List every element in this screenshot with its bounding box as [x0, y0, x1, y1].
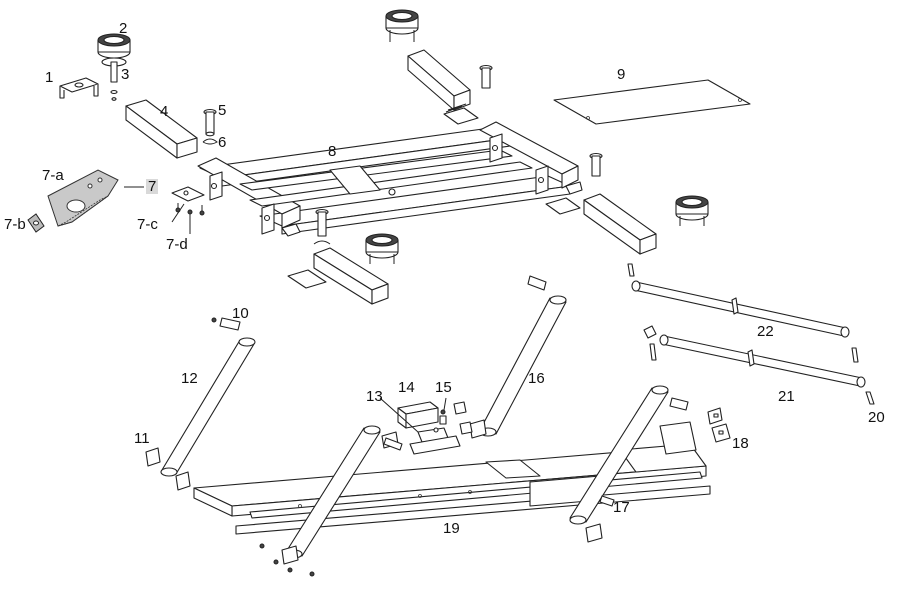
lift-pad-bottom: [365, 233, 399, 264]
callout-7d: 7-d: [166, 236, 188, 253]
lower-bolts: [383, 401, 473, 451]
callout-12: 12: [181, 370, 198, 387]
part-7-plate: [171, 186, 205, 216]
callout-22: 22: [757, 323, 774, 340]
callout-4: 4: [160, 103, 169, 120]
leader-lines: [124, 186, 447, 433]
part-8-base-frame: [197, 121, 583, 237]
callout-1: 1: [45, 69, 54, 86]
part-22-cylinder: [627, 263, 850, 338]
part-18-clips: [707, 407, 731, 443]
part-2-lift-pad: [97, 33, 131, 101]
gear-plate-bottom: [287, 269, 327, 289]
part-6-clip: [202, 138, 218, 145]
callout-5: 5: [218, 102, 227, 119]
callout-18: 18: [732, 435, 749, 452]
part-17-arm: [569, 385, 689, 543]
callout-7c: 7-c: [137, 216, 158, 233]
callout-15: 15: [435, 379, 452, 396]
part-16-arm: [469, 275, 567, 439]
callout-6: 6: [218, 134, 227, 151]
lower-left-arm: [259, 425, 399, 577]
part-1-bracket: [59, 77, 99, 99]
callout-7a: 7-a: [42, 167, 64, 184]
callout-13: 13: [366, 388, 383, 405]
part-21-cylinder: [643, 325, 875, 405]
callout-21: 21: [778, 388, 795, 405]
arm-sleeve-top: [407, 49, 471, 111]
arm-sleeve-bottom: [313, 247, 389, 305]
callout-20: 20: [868, 409, 885, 426]
part-11-bushing: [145, 447, 191, 491]
callout-10: 10: [232, 305, 249, 322]
part-7a-gear-plate: [47, 169, 119, 227]
callout-11: 11: [134, 430, 150, 447]
part-14-block: [397, 401, 439, 429]
callout-7: 7: [146, 178, 159, 195]
callout-17: 17: [613, 499, 630, 516]
part-7b-small-link: [27, 213, 45, 233]
callout-3: 3: [121, 66, 130, 83]
callout-2: 2: [119, 20, 128, 37]
lift-pad-top: [385, 9, 419, 42]
gear-plate-top: [443, 103, 479, 125]
part-13-valve: [409, 427, 461, 455]
part-5-pin: [203, 108, 217, 137]
callout-7b: 7-b: [4, 216, 26, 233]
pin-bottom: [313, 208, 331, 245]
gear-plate-right: [545, 197, 581, 215]
callout-9: 9: [617, 66, 626, 83]
callout-16: 16: [528, 370, 545, 387]
arm-sleeve-right: [583, 193, 657, 255]
part-9-cover-plate: [553, 79, 751, 125]
part-10-bolt: [211, 317, 241, 331]
pin-top: [479, 64, 493, 89]
pin-right: [589, 152, 603, 177]
part-15-switch: [439, 409, 447, 425]
part-12-arm: [160, 337, 256, 477]
callout-19: 19: [443, 520, 460, 537]
lift-pad-right: [675, 195, 709, 226]
callout-8: 8: [328, 143, 337, 160]
part-4-arm-sleeve: [125, 99, 198, 159]
callout-14: 14: [398, 379, 415, 396]
